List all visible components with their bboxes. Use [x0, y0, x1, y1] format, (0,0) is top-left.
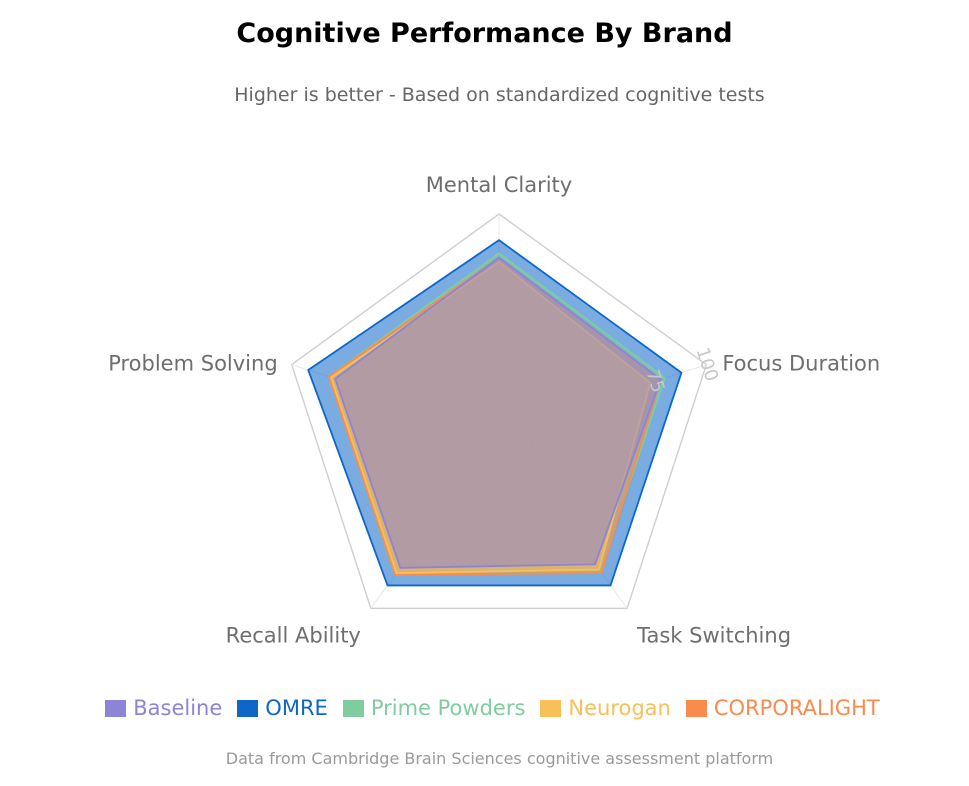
legend-label: Prime Powders	[370, 696, 526, 720]
legend-item-baseline[interactable]: Baseline	[105, 696, 222, 720]
grid-ring	[290, 213, 708, 610]
legend-item-omre[interactable]: OMRE	[237, 696, 328, 720]
axis-label: Problem Solving	[108, 352, 277, 376]
axis-label: Recall Ability	[226, 623, 361, 647]
legend-label: Baseline	[133, 696, 223, 720]
chart-subtitle: Higher is better - Based on standardized…	[234, 84, 765, 106]
series-area-baseline	[334, 256, 662, 569]
legend-item-corporalight[interactable]: CORPORALIGHT	[685, 696, 880, 720]
legend-swatch	[105, 699, 127, 717]
legend-swatch	[237, 699, 259, 717]
legend-label: OMRE	[265, 696, 328, 720]
legend-item-neurogan[interactable]: Neurogan	[540, 696, 671, 720]
legend-swatch	[342, 699, 364, 717]
legend-label: Neurogan	[568, 696, 671, 720]
legend-swatch	[685, 699, 707, 717]
legend-item-prime-powders[interactable]: Prime Powders	[342, 696, 526, 720]
legend-swatch	[540, 699, 562, 717]
chart-footnote: Data from Cambridge Brain Sciences cogni…	[225, 749, 774, 768]
chart-title: Cognitive Performance By Brand	[236, 18, 733, 49]
axis-label: Focus Duration	[722, 352, 880, 376]
r-tick-label: 100	[692, 345, 723, 384]
legend: Baseline OMRE Prime Powders Neurogan COR…	[0, 696, 969, 720]
legend-label: CORPORALIGHT	[713, 696, 880, 720]
axis-label: Task Switching	[636, 623, 791, 647]
axis-label: Mental Clarity	[426, 173, 572, 197]
